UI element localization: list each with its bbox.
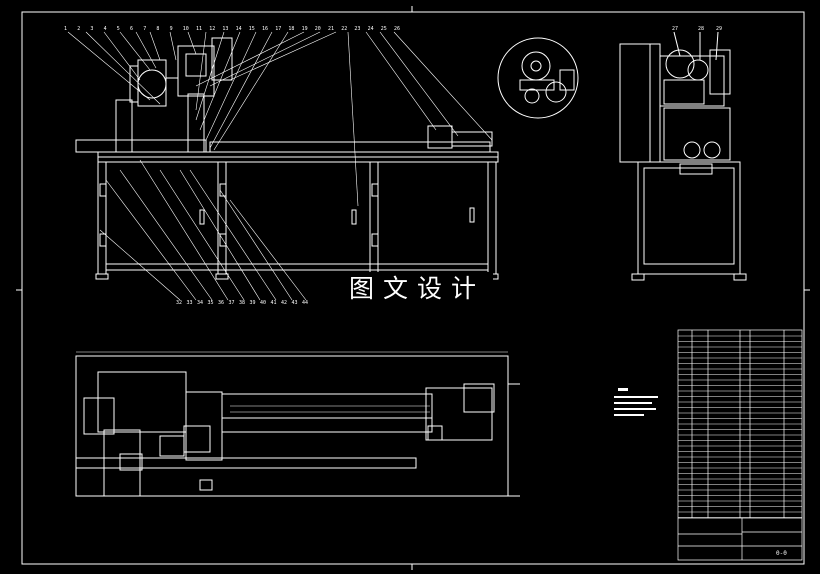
balloon-7: 7	[143, 26, 146, 32]
balloon-13: 13	[222, 26, 228, 32]
balloon-11: 11	[196, 26, 202, 32]
leader-lines	[67, 31, 493, 301]
balloon-36: 36	[218, 300, 224, 306]
balloon-39: 39	[250, 300, 256, 306]
balloon-16: 16	[262, 26, 268, 32]
balloon-17: 17	[275, 26, 281, 32]
balloon-20: 20	[315, 26, 321, 32]
balloon-4: 4	[104, 26, 107, 32]
balloon-10: 10	[183, 26, 189, 32]
balloon-26: 26	[394, 26, 400, 32]
detail-view	[497, 37, 579, 119]
side-view	[619, 31, 747, 281]
balloon-42: 42	[281, 300, 287, 306]
balloon-38: 38	[239, 300, 245, 306]
balloon-3: 3	[90, 26, 93, 32]
balloon-41: 41	[271, 300, 277, 306]
balloon-8: 8	[156, 26, 159, 32]
balloon-33: 33	[187, 300, 193, 306]
front-view	[75, 37, 499, 280]
balloon-29: 29	[716, 26, 722, 32]
balloon-18: 18	[288, 26, 294, 32]
balloon-24: 24	[368, 26, 374, 32]
balloon-44: 44	[302, 300, 308, 306]
balloon-6: 6	[130, 26, 133, 32]
balloon-34: 34	[197, 300, 203, 306]
balloon-25: 25	[381, 26, 387, 32]
balloon-14: 14	[236, 26, 242, 32]
balloon-32: 32	[176, 300, 182, 306]
balloon-27: 27	[672, 26, 678, 32]
balloon-9: 9	[170, 26, 173, 32]
balloon-21: 21	[328, 26, 334, 32]
balloon-15: 15	[249, 26, 255, 32]
balloon-19: 19	[302, 26, 308, 32]
balloon-2: 2	[77, 26, 80, 32]
balloon-28: 28	[698, 26, 704, 32]
balloon-5: 5	[117, 26, 120, 32]
watermark-text: 图文设计	[341, 272, 494, 306]
technical-notes	[614, 388, 658, 416]
balloon-12: 12	[209, 26, 215, 32]
drawing-number: 0-0	[776, 550, 787, 557]
balloon-35: 35	[208, 300, 214, 306]
parts-list	[677, 329, 803, 561]
top-view	[75, 351, 520, 497]
balloon-40: 40	[260, 300, 266, 306]
balloon-37: 37	[229, 300, 235, 306]
balloon-23: 23	[354, 26, 360, 32]
sheet-border	[21, 11, 805, 565]
balloon-22: 22	[341, 26, 347, 32]
balloon-43: 43	[292, 300, 298, 306]
balloon-1: 1	[64, 26, 67, 32]
